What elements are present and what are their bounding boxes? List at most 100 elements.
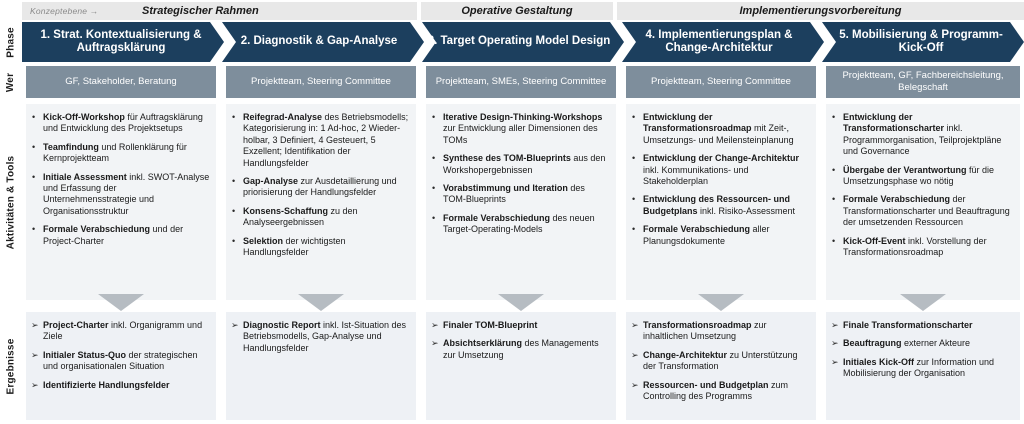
item-detail: mit Zeit-, Umsetzungs- und Meilensteinpl… bbox=[643, 123, 794, 145]
result-panel-5: ➢Finale Transformationscharter ➢Beauftrag… bbox=[826, 312, 1020, 420]
activity-item: • Iterative Design-Thinking-Workshops zur… bbox=[430, 112, 610, 146]
arrow-bullet-icon: ➢ bbox=[431, 320, 439, 330]
band-implementierungsvorbereitung: Implementierungsvorbereitung bbox=[617, 2, 1024, 20]
result-item: ➢Ressourcen- und Budgetplan zum Controll… bbox=[630, 380, 810, 403]
activity-list-3: • Iterative Design-Thinking-Workshops zur… bbox=[430, 112, 610, 236]
arrow-bullet-icon: ➢ bbox=[31, 349, 39, 360]
result-list-3: ➢Finaler TOM-Blueprint➢Absichtserklärung… bbox=[430, 320, 610, 361]
item-detail: und der Project-Charter bbox=[43, 224, 184, 246]
down-arrow-icon-4 bbox=[698, 294, 744, 311]
activity-item: •Entwicklung der Transformationscharter … bbox=[830, 112, 1014, 158]
bullet-icon: • bbox=[632, 153, 636, 164]
activity-item: •Vorabstimmung und Iteration des TOM-Blu… bbox=[430, 183, 610, 206]
item-term: Gap-Analyse bbox=[243, 176, 299, 187]
row-label-ergebnisse-text: Ergebnisse bbox=[5, 338, 17, 394]
row-label-phase-text: Phase bbox=[5, 26, 17, 58]
wer-box-5: Projektteam, GF, Fachbereichsleitung, Be… bbox=[826, 66, 1020, 98]
item-detail: des Betriebsmodells; Kategorisierung in:… bbox=[243, 112, 409, 168]
item-term: Kick-Off-Event bbox=[843, 235, 906, 246]
activity-panel-5: •Entwicklung der Transformationscharter … bbox=[826, 104, 1020, 300]
bullet-icon: • bbox=[432, 112, 436, 122]
item-term: Change-Architektur bbox=[643, 349, 728, 360]
item-detail: zur Information und Mobilisierung der Or… bbox=[843, 356, 995, 379]
arrow-bullet-icon: ➢ bbox=[31, 379, 39, 390]
phase-band-background bbox=[22, 22, 1024, 62]
item-term: Synthese des TOM-Blueprints bbox=[443, 153, 571, 164]
arrow-bullet-icon: ➢ bbox=[831, 320, 839, 330]
activity-item: •Kick-Off-Event inkl. Vorstellung der Tr… bbox=[830, 236, 1014, 259]
result-list-4: ➢Transformationsroadmap zur inhaltlichen… bbox=[630, 320, 810, 402]
bullet-icon: • bbox=[832, 112, 836, 122]
result-item: ➢ Identifizierte Handlungsfelder bbox=[30, 380, 210, 391]
item-term: Selektion bbox=[243, 235, 284, 246]
row-label-wer-text: Wer bbox=[5, 72, 17, 92]
arrow-bullet-icon: ➢ bbox=[431, 338, 439, 349]
wer-box-1: GF, Stakeholder, Beratung bbox=[26, 66, 216, 98]
activity-item: • Selektion der wichtigsten Handlungsfeld… bbox=[230, 236, 410, 259]
item-term: Konsens-Schaffung bbox=[243, 205, 329, 216]
bullet-icon: • bbox=[432, 212, 436, 223]
activity-list-1: • Kick-Off-Workshop für Auftragsklärung u… bbox=[30, 112, 210, 247]
bullet-icon: • bbox=[832, 164, 836, 175]
item-detail: inkl. Vorstellung der Transformationsroa… bbox=[843, 235, 987, 258]
item-term: Entwicklung des Ressourcen- und Budgetpl… bbox=[643, 194, 791, 216]
result-list-1: ➢Project-Charter inkl. Organigramm und Z… bbox=[30, 320, 210, 391]
item-detail: externer Akteure bbox=[901, 338, 971, 349]
result-item: ➢Change-Architektur zu Unterstützung der… bbox=[630, 350, 810, 373]
item-term: Project-Charter bbox=[43, 320, 109, 330]
item-detail: aus den Workshopergebnissen bbox=[443, 153, 606, 175]
arrow-bullet-icon: ➢ bbox=[831, 356, 839, 367]
bullet-icon: • bbox=[232, 205, 236, 216]
item-detail: des Managements zur Umsetzung bbox=[443, 338, 599, 360]
bullet-icon: • bbox=[232, 235, 236, 246]
result-item: ➢Beauftragung externer Akteure bbox=[830, 338, 1014, 349]
activity-item: •Formale Verabschiedung und der Project-… bbox=[30, 224, 210, 247]
phase-band bbox=[22, 22, 1024, 62]
item-term: Initialer Status-Quo bbox=[43, 349, 127, 360]
item-term: Entwicklung der Change-Architektur bbox=[643, 153, 800, 164]
bullet-icon: • bbox=[32, 224, 36, 235]
result-panel-1: ➢Project-Charter inkl. Organigramm und Z… bbox=[26, 312, 216, 420]
item-detail: inkl. Ist-Situation des Betriebsmodells,… bbox=[243, 320, 407, 353]
result-item: ➢ Absichtserklärung des Managements zur U… bbox=[430, 338, 610, 361]
activity-item: •Formale Verabschiedung aller Planungsdo… bbox=[630, 224, 810, 247]
bullet-icon: • bbox=[32, 171, 36, 182]
arrow-bullet-icon: ➢ bbox=[631, 320, 639, 330]
item-term: Reifegrad-Analyse bbox=[243, 112, 323, 122]
item-detail: der wichtigsten Handlungsfelder bbox=[243, 235, 346, 258]
arrow-bullet-icon: ➢ bbox=[631, 349, 639, 360]
result-item: ➢Diagnostic Report inkl. Ist-Situation d… bbox=[230, 320, 410, 354]
item-detail: für Auftragsklärung und Entwicklung des … bbox=[43, 112, 203, 134]
down-arrow-icon-3 bbox=[498, 294, 544, 311]
konzeptebene-label: Konzeptebene → bbox=[30, 6, 99, 16]
activity-item: •Formale Verabschiedung der Transformati… bbox=[830, 194, 1014, 228]
activity-item: • Reifegrad-Analyse des Betriebsmodells; … bbox=[230, 112, 410, 169]
item-detail: inkl. Programmorganisation, Teilprojektp… bbox=[843, 123, 1002, 157]
row-label-aktivitaeten: Aktivitäten & Tools bbox=[0, 104, 22, 300]
result-panel-4: ➢Transformationsroadmap zur inhaltlichen… bbox=[626, 312, 816, 420]
result-item: ➢Initiales Kick-Off zur Information und … bbox=[830, 357, 1014, 380]
item-detail: zum Controlling des Programms bbox=[643, 379, 789, 402]
item-term: Identifizierte Handlungsfelder bbox=[43, 379, 170, 390]
item-term: Kick-Off-Workshop bbox=[43, 112, 125, 122]
activity-panel-2: • Reifegrad-Analyse des Betriebsmodells; … bbox=[226, 104, 416, 300]
bullet-icon: • bbox=[232, 112, 236, 122]
result-item: ➢Finale Transformationscharter bbox=[830, 320, 1014, 331]
item-term: Absichtserklärung bbox=[443, 338, 523, 349]
activity-item: •Gap-Analyse zur Ausdetaillierung und pr… bbox=[230, 176, 410, 199]
item-term: Übergabe der Verantwortung bbox=[843, 164, 967, 175]
down-arrow-icon-5 bbox=[900, 294, 946, 311]
bullet-icon: • bbox=[632, 112, 636, 122]
item-detail: zu den Analyseergebnissen bbox=[243, 205, 358, 228]
item-detail: des neuen Target-Operating-Models bbox=[443, 212, 595, 235]
item-detail: zur Entwicklung aller Dimensionen des TO… bbox=[443, 123, 598, 145]
activity-item: •Formale Verabschiedung des neuen Target… bbox=[430, 213, 610, 236]
item-term: Iterative Design-Thinking-Workshops bbox=[443, 112, 603, 122]
arrow-bullet-icon: ➢ bbox=[231, 320, 239, 330]
item-term: Formale Verabschiedung bbox=[843, 194, 951, 205]
item-term: Entwicklung der Transformationscharter bbox=[843, 112, 945, 134]
activity-item: • Konsens-Schaffung zu den Analyseergebni… bbox=[230, 206, 410, 229]
bullet-icon: • bbox=[432, 153, 436, 164]
item-term: Formale Verabschiedung bbox=[643, 224, 751, 235]
